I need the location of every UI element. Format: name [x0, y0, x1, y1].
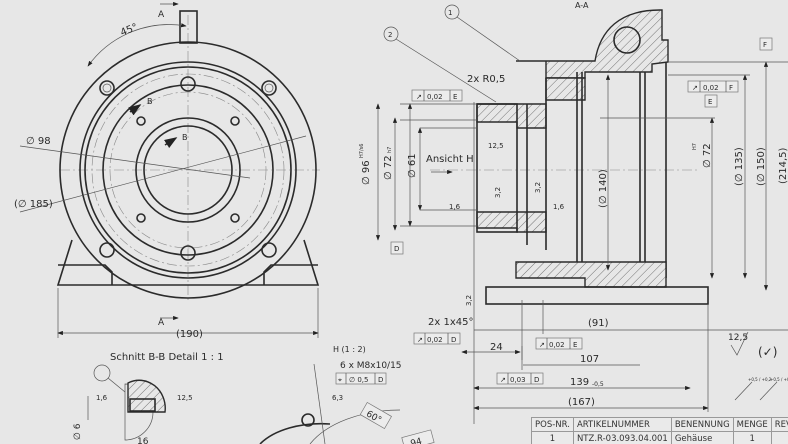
- tol-72-left: h7: [387, 147, 393, 153]
- dim-dia-140: (∅ 140): [598, 169, 609, 208]
- bom-header-name: BENENNUNG: [670, 417, 734, 432]
- svg-text:E: E: [573, 341, 577, 349]
- runout-icon: ↗: [417, 336, 423, 344]
- detail-bb: [87, 364, 166, 441]
- runout-frame-e2: ↗ 0,02 E: [535, 337, 583, 350]
- svg-text:F: F: [729, 84, 733, 92]
- datum-f: F: [763, 41, 767, 49]
- surface-3-2-c: 3,2: [465, 295, 473, 306]
- runout-icon: ↗: [692, 84, 698, 92]
- view-h-title: H (1 : 2): [333, 345, 366, 354]
- svg-text:D: D: [451, 336, 456, 344]
- dim-139: 139: [570, 377, 589, 388]
- bom-header-rev: REVISI: [770, 417, 788, 432]
- bom-table: POS-NR. ARTIKELNUMMER BENENNUNG MENGE RE…: [531, 417, 788, 444]
- view-h-surface: 6,3: [332, 394, 343, 402]
- bom-header-pos: POS-NR.: [531, 417, 574, 432]
- dim-dia-185: (∅ 185): [14, 199, 53, 210]
- svg-text:0,02: 0,02: [427, 336, 443, 344]
- dim-dia-96: ∅ 96: [361, 160, 372, 185]
- tol-139: -0,5: [592, 381, 604, 388]
- dim-width-190: (190): [176, 329, 203, 340]
- detail-surface-right: 12,5: [177, 394, 193, 402]
- dim-214-5: (214,5): [778, 147, 788, 184]
- view-h-label: Ansicht H: [426, 154, 474, 165]
- svg-text:0,02: 0,02: [427, 93, 443, 101]
- section-b-label-1: B: [147, 97, 153, 106]
- detail-title: Schnitt B-B Detail 1 : 1: [110, 352, 224, 363]
- radius-label: 2x R0,5: [467, 74, 505, 85]
- datum-e: E: [708, 98, 712, 106]
- surface-3-2-a: 3,2: [494, 187, 502, 198]
- bolt-holes: [99, 76, 277, 261]
- datum-d: D: [394, 245, 399, 253]
- surface-12-5: 12,5: [488, 142, 504, 150]
- svg-text:E: E: [453, 93, 457, 101]
- datum-e-box: [704, 94, 718, 108]
- svg-text:D: D: [534, 376, 539, 384]
- runout-frame-e: ↗ 0,02 E: [411, 89, 463, 102]
- bom-header-article: ARTIKELNUMMER: [572, 417, 672, 432]
- general-surface-value: 12,5: [728, 333, 748, 343]
- dim-dia-98: ∅ 98: [26, 136, 51, 147]
- section-aa: [375, 4, 788, 424]
- svg-text:0,03: 0,03: [510, 376, 526, 384]
- surface-1-6-a: 1,6: [449, 203, 461, 211]
- svg-text:D: D: [378, 376, 383, 384]
- tol-96: H7/s6: [359, 144, 365, 158]
- thread-spec: 6 x M8x10/15: [340, 361, 402, 371]
- detail-dim-16: 16: [137, 437, 149, 444]
- runout-icon: ↗: [539, 341, 545, 349]
- runout-icon: ↗: [416, 93, 422, 101]
- position-tolerance-frame: ⌖ ∅ 0,5 D: [335, 372, 387, 385]
- general-surface-paren: (✓): [758, 345, 777, 359]
- svg-text:0,02: 0,02: [549, 341, 565, 349]
- table-row: 1 NTZ.R-03.093.04.001 Gehäuse 1: [531, 431, 788, 444]
- runout-frame-d2: ↗ 0,03 D: [496, 372, 544, 385]
- section-marker-a-top: A: [158, 10, 165, 20]
- runout-frame-d1: ↗ 0,02 D: [413, 332, 461, 345]
- section-marker-a-bottom: A: [158, 318, 165, 328]
- tol-72-right: H7: [692, 143, 698, 150]
- tolerance-note-a: +0,5 / +0,2: [748, 377, 772, 382]
- svg-text:∅ 0,5: ∅ 0,5: [349, 376, 368, 384]
- position-symbol-icon: ⌖: [338, 376, 342, 384]
- dim-167: (167): [568, 397, 595, 408]
- surface-3-2-b: 3,2: [534, 182, 542, 193]
- dim-dia-72-left: ∅ 72: [383, 155, 394, 180]
- front-view: [19, 1, 320, 338]
- section-b-label-2: B: [182, 133, 188, 142]
- dim-91: (91): [588, 318, 609, 329]
- general-surface-symbol: [730, 331, 749, 356]
- svg-text:0,02: 0,02: [703, 84, 719, 92]
- chamfer-label: 2x 1x45°: [428, 317, 473, 328]
- balloon-2: 2: [388, 31, 392, 39]
- dim-dia-150: (∅ 150): [756, 147, 767, 186]
- dim-dia-61: ∅ 61: [407, 153, 418, 178]
- runout-frame-f: ↗ 0,02 F: [687, 80, 739, 93]
- dim-dia-135: (∅ 135): [734, 147, 745, 186]
- view-h-dim-94: 94: [410, 437, 424, 444]
- detail-surface-left: 1,6: [96, 394, 108, 402]
- surface-1-6-b: 1,6: [553, 203, 565, 211]
- bom-header-qty: MENGE: [732, 417, 772, 432]
- detail-dim-6: ∅ 6: [73, 423, 83, 440]
- balloon-1: 1: [448, 9, 452, 17]
- dim-dia-72-right: ∅ 72: [702, 143, 713, 168]
- datum-d-box: [390, 241, 404, 255]
- dim-107: 107: [580, 354, 599, 365]
- tolerance-note-b: +0,5 / +0,2: [770, 377, 788, 382]
- angle-45: 45°: [119, 22, 140, 39]
- datum-f-box: [759, 37, 773, 51]
- dim-24: 24: [490, 342, 503, 353]
- bom-header-row: POS-NR. ARTIKELNUMMER BENENNUNG MENGE RE…: [531, 417, 788, 432]
- section-aa-title: A-A: [575, 1, 589, 10]
- runout-icon: ↗: [500, 376, 506, 384]
